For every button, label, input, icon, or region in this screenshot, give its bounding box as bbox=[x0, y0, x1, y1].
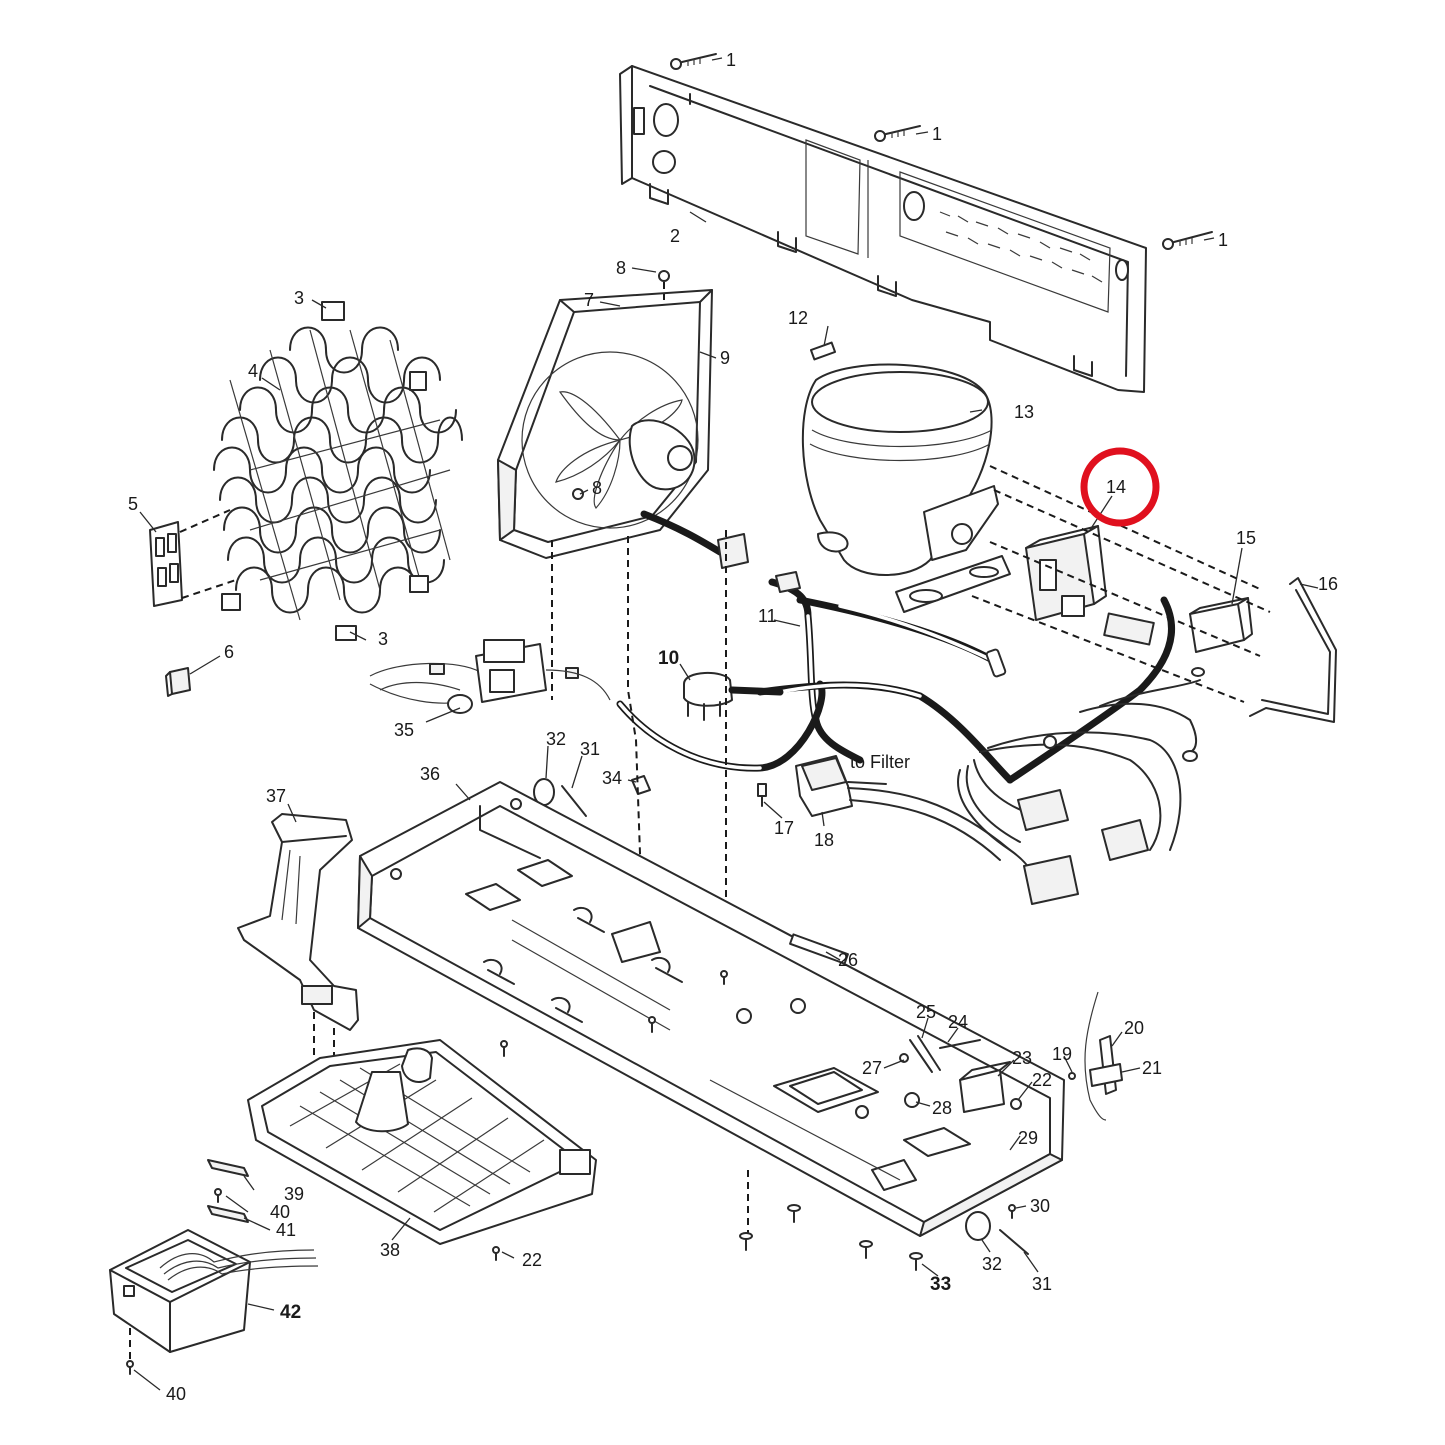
callout-18: 18 bbox=[814, 830, 834, 850]
part-base-pan bbox=[357, 781, 1065, 1237]
callout-13: 13 bbox=[1014, 402, 1034, 422]
callout-1: 1 bbox=[1218, 230, 1228, 250]
part-rear-cover-panel bbox=[619, 65, 1147, 393]
part-16-rod bbox=[1249, 577, 1337, 723]
callout-14: 14 bbox=[1106, 477, 1126, 497]
callout-42: 42 bbox=[280, 1302, 301, 1323]
part-defrost-thermostat bbox=[1068, 991, 1123, 1121]
callout-29: 29 bbox=[1018, 1128, 1038, 1148]
callout-40: 40 bbox=[270, 1202, 290, 1222]
callout-4: 4 bbox=[248, 361, 258, 381]
callout-7: 7 bbox=[584, 290, 594, 310]
part-screws-40 bbox=[126, 1188, 222, 1375]
part-coil-clip-bottom bbox=[335, 625, 357, 641]
callout-10: 10 bbox=[658, 648, 679, 669]
part-34-clip bbox=[631, 775, 651, 795]
part-fan-shroud bbox=[497, 270, 713, 559]
callout-19: 19 bbox=[1052, 1044, 1072, 1064]
part-drain-pan bbox=[247, 1039, 597, 1245]
part-32-mount-bottom bbox=[965, 1211, 991, 1241]
callout-22: 22 bbox=[1032, 1070, 1052, 1090]
callout-21: 21 bbox=[1142, 1058, 1162, 1078]
part-power-cord bbox=[683, 671, 784, 721]
callout-3: 3 bbox=[378, 629, 388, 649]
callout-37: 37 bbox=[266, 786, 286, 806]
note-to-filter: to Filter bbox=[850, 752, 910, 772]
part-wiring-harness bbox=[616, 510, 1205, 905]
part-water-valve bbox=[369, 639, 611, 714]
callout-32: 32 bbox=[982, 1254, 1002, 1274]
part-17-screw bbox=[757, 783, 767, 807]
callout-39: 39 bbox=[284, 1184, 304, 1204]
part-screw-1 bbox=[670, 53, 1213, 250]
callout-9: 9 bbox=[720, 348, 730, 368]
callout-15: 15 bbox=[1236, 528, 1256, 548]
callout-6: 6 bbox=[224, 642, 234, 662]
callout-8: 8 bbox=[592, 478, 602, 498]
callout-1: 1 bbox=[932, 124, 942, 144]
part-31-pin-top bbox=[561, 785, 587, 817]
callout-28: 28 bbox=[932, 1098, 952, 1118]
part-screw-8-bottom bbox=[572, 488, 584, 500]
callout-30: 30 bbox=[1030, 1196, 1050, 1216]
part-6-clip bbox=[165, 667, 191, 697]
callout-8: 8 bbox=[616, 258, 626, 278]
callout-40: 40 bbox=[166, 1384, 186, 1404]
part-coil-bracket bbox=[149, 509, 237, 607]
callout-25: 25 bbox=[916, 1002, 936, 1022]
part-drain-trough bbox=[237, 813, 359, 1031]
callout-3: 3 bbox=[294, 288, 304, 308]
part-screws-base bbox=[492, 970, 1016, 1271]
callout-leader-lines bbox=[133, 57, 1319, 1391]
callout-41: 41 bbox=[276, 1220, 296, 1240]
part-line-filter bbox=[795, 755, 1011, 861]
part-39-clip-strip bbox=[207, 1159, 249, 1177]
callout-17: 17 bbox=[774, 818, 794, 838]
callout-26: 26 bbox=[838, 950, 858, 970]
callout-36: 36 bbox=[420, 764, 440, 784]
assembly-dashed-lines-compressor bbox=[971, 465, 1271, 703]
callout-1: 1 bbox=[726, 50, 736, 70]
callout-5: 5 bbox=[128, 494, 138, 514]
part-23-terminal-block bbox=[959, 1069, 1005, 1113]
part-capacitor-wire-plug bbox=[1103, 612, 1155, 646]
part-start-relay bbox=[1025, 525, 1107, 621]
callout-20: 20 bbox=[1124, 1018, 1144, 1038]
callout-33: 33 bbox=[930, 1274, 951, 1295]
part-compressor bbox=[801, 341, 1011, 613]
callout-11: 11 bbox=[758, 606, 777, 626]
part-screw-8-top bbox=[658, 270, 670, 282]
part-junction-box bbox=[109, 1229, 319, 1353]
callout-22: 22 bbox=[522, 1250, 542, 1270]
callout-16: 16 bbox=[1318, 574, 1338, 594]
part-overload-protector bbox=[1189, 597, 1253, 653]
callout-12: 12 bbox=[788, 308, 808, 328]
callout-27: 27 bbox=[862, 1058, 882, 1078]
part-coil-clip-top bbox=[321, 301, 345, 321]
highlight-circle-part-14 bbox=[1080, 447, 1160, 527]
part-fan-motor bbox=[628, 419, 696, 491]
callout-31: 31 bbox=[580, 739, 600, 759]
callout-38: 38 bbox=[380, 1240, 400, 1260]
callout-34: 34 bbox=[602, 768, 622, 788]
part-41-clip bbox=[207, 1205, 249, 1223]
callout-2: 2 bbox=[670, 226, 680, 246]
callout-32: 32 bbox=[546, 729, 566, 749]
part-condenser-coil bbox=[213, 301, 463, 641]
part-31-pin-bottom bbox=[999, 1229, 1029, 1255]
part-12-clip bbox=[809, 341, 837, 361]
callout-24: 24 bbox=[948, 1012, 968, 1032]
callout-35: 35 bbox=[394, 720, 414, 740]
callout-31: 31 bbox=[1032, 1274, 1052, 1294]
callout-labels: 1 1 1 2 3 3 4 5 6 7 8 8 9 10 11 12 13 14… bbox=[128, 50, 1338, 1404]
callout-23: 23 bbox=[1012, 1048, 1032, 1068]
